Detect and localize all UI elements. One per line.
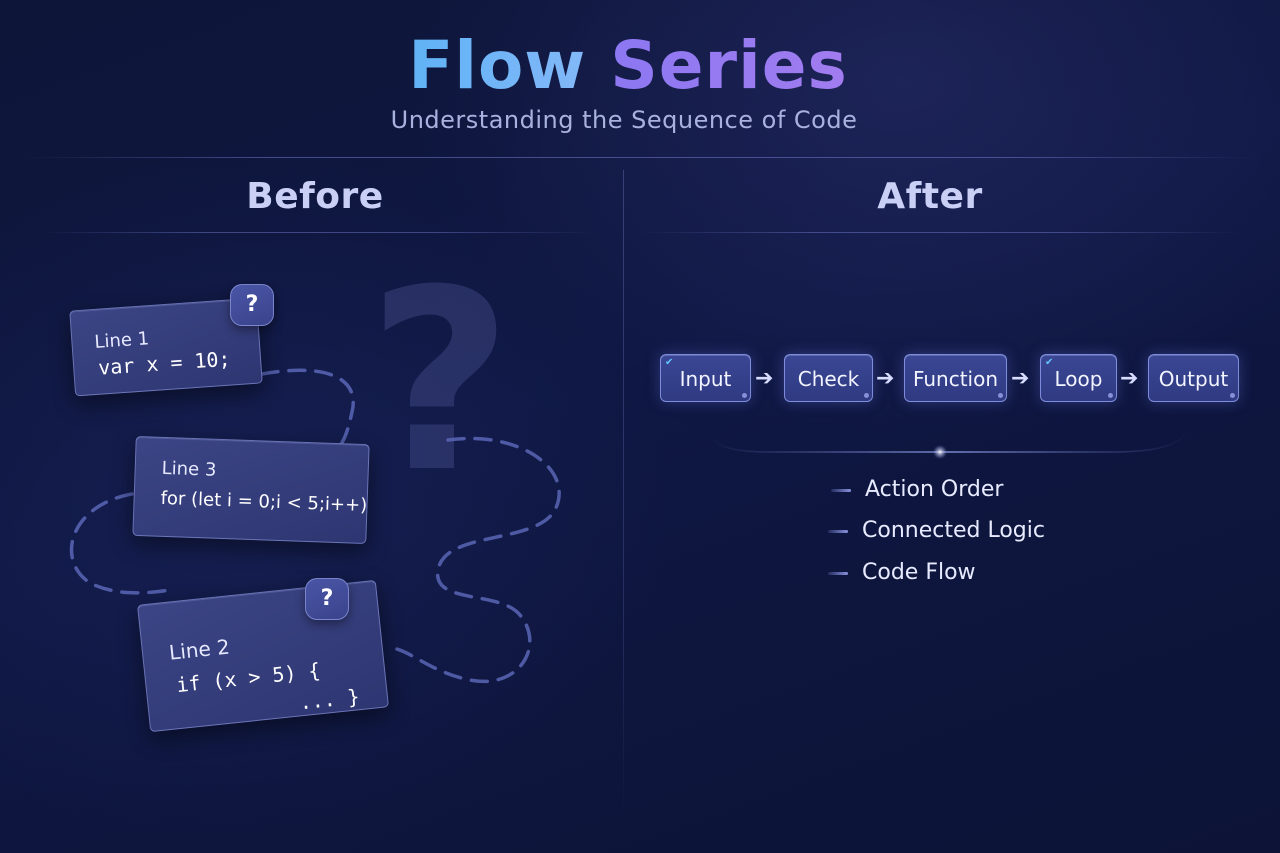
header-divider bbox=[20, 157, 1260, 158]
dash-icon bbox=[831, 488, 851, 492]
dash-icon bbox=[828, 529, 848, 533]
flow-node-label: Check bbox=[797, 367, 860, 391]
page-subtitle: Understanding the Sequence of Code bbox=[390, 106, 858, 134]
after-heading-rule bbox=[640, 232, 1240, 233]
title-word-flow: Flow bbox=[408, 27, 587, 104]
panel-divider bbox=[623, 170, 624, 820]
flow-node-label: Function bbox=[912, 367, 999, 391]
flow-node-label: Loop bbox=[1054, 367, 1103, 391]
flow-node-function: Function bbox=[904, 354, 1007, 402]
title-word-series: Series bbox=[610, 27, 848, 104]
node-dot-icon bbox=[742, 393, 747, 398]
legend-label: Connected Logic bbox=[862, 518, 1045, 543]
arrow-right-icon: ➔ bbox=[1011, 366, 1030, 391]
flow-node-loop: ✔ Loop bbox=[1040, 354, 1117, 402]
question-badge-icon: ? bbox=[230, 284, 274, 326]
check-mark-icon: ✔ bbox=[1045, 357, 1054, 368]
legend-label: Action Order bbox=[865, 477, 1004, 502]
before-heading-rule bbox=[40, 232, 595, 233]
before-heading: Before bbox=[246, 176, 384, 217]
flow-node-label: Input bbox=[679, 367, 732, 391]
node-dot-icon bbox=[1108, 393, 1113, 398]
dash-icon bbox=[828, 571, 848, 575]
arrow-right-icon: ➔ bbox=[1120, 366, 1139, 391]
arrow-right-icon: ➔ bbox=[876, 366, 895, 391]
question-mark-icon: ? bbox=[367, 236, 513, 527]
flow-node-check: Check bbox=[784, 354, 873, 402]
node-dot-icon bbox=[998, 393, 1003, 398]
legend-item-code-flow: Code Flow bbox=[828, 558, 976, 588]
legend-label: Code Flow bbox=[862, 560, 976, 585]
legend-item-connected-logic: Connected Logic bbox=[828, 516, 1045, 546]
after-heading: After bbox=[877, 176, 983, 217]
node-dot-icon bbox=[1230, 393, 1235, 398]
flow-node-label: Output bbox=[1158, 367, 1229, 391]
legend-item-action-order: Action Order bbox=[831, 475, 1003, 505]
question-badge-icon: ? bbox=[305, 578, 349, 620]
check-mark-icon: ✔ bbox=[665, 357, 674, 368]
flow-node-input: ✔ Input bbox=[660, 354, 751, 402]
flow-node-output: Output bbox=[1148, 354, 1239, 402]
node-dot-icon bbox=[864, 393, 869, 398]
arrow-right-icon: ➔ bbox=[755, 366, 774, 391]
page-title: Flow Series bbox=[0, 26, 1256, 106]
